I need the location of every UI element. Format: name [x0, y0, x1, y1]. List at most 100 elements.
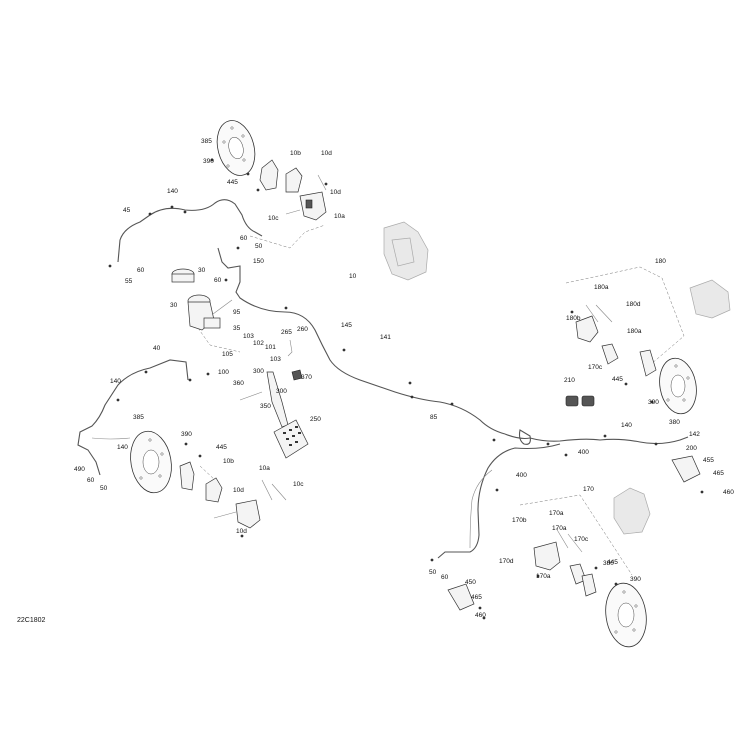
callout-label: 445	[216, 444, 227, 451]
callout-label: 180b	[566, 315, 581, 322]
callout-label: 180a	[627, 328, 642, 335]
callout-label: 360	[233, 380, 244, 387]
callout-label: 101	[265, 344, 276, 351]
callout-label: 103	[243, 333, 254, 340]
callout-label: 385	[133, 414, 144, 421]
callout-label: 95	[233, 309, 241, 316]
callout-label: 400	[516, 472, 527, 479]
callout-label: 465	[713, 470, 724, 477]
callout-label: 10d	[321, 150, 332, 157]
callout-label: 50	[429, 569, 437, 576]
callout-label: 45	[123, 207, 131, 214]
callout-label: 85	[430, 414, 438, 421]
callout-label: 180	[655, 258, 666, 265]
callout-label: 140	[110, 378, 121, 385]
callout-label: 370	[301, 374, 312, 381]
callout-label: 380	[669, 419, 680, 426]
callout-label: 60	[240, 235, 248, 242]
callout-label: 100	[218, 369, 229, 376]
fasteners	[108, 158, 704, 620]
callout-label: 445	[227, 179, 238, 186]
callout-label: 150	[253, 258, 264, 265]
caliper-rear-upper	[565, 279, 731, 407]
callout-label: 390	[203, 158, 214, 165]
callout-label: 60	[87, 477, 95, 484]
callout-label: 10c	[268, 215, 279, 222]
callout-label: 10d	[236, 528, 247, 535]
callout-label: 55	[125, 278, 133, 285]
callout-label: 10b	[223, 458, 234, 465]
callout-label: 260	[297, 326, 308, 333]
caliper-front-top	[259, 159, 327, 221]
callout-label: 10a	[259, 465, 270, 472]
callout-label: 170	[583, 486, 594, 493]
callout-label: 50	[255, 243, 263, 250]
callout-label: 10	[349, 273, 357, 280]
brake-disc-front-top	[216, 120, 256, 176]
caliper-housing-reference	[383, 221, 429, 281]
callout-label: 170c	[588, 364, 603, 371]
callout-label: 400	[578, 449, 589, 456]
callout-label: 180d	[626, 301, 641, 308]
dashed-guides	[197, 224, 685, 576]
callout-label: 200	[686, 445, 697, 452]
callout-label: 140	[621, 422, 632, 429]
callout-label: 455	[703, 457, 714, 464]
master-cylinder	[171, 268, 233, 331]
callout-label: 170c	[574, 536, 589, 543]
brake-pedal	[239, 339, 309, 459]
callout-label: 10d	[233, 487, 244, 494]
callout-label: 180a	[594, 284, 609, 291]
callout-label: 30	[170, 302, 178, 309]
callout-label: 60	[214, 277, 222, 284]
callout-label: 385	[201, 138, 212, 145]
callout-label: 380	[603, 560, 614, 567]
callout-label: 60	[441, 574, 449, 581]
callout-label: 390	[181, 431, 192, 438]
callout-label: 300	[253, 368, 264, 375]
callout-label: 490	[74, 466, 85, 473]
callout-label: 300	[276, 388, 287, 395]
callout-label: 30	[198, 267, 206, 274]
callout-label: 145	[341, 322, 352, 329]
callout-label: 170a	[552, 525, 567, 532]
callout-label: 450	[465, 579, 476, 586]
callout-label: 390	[648, 399, 659, 406]
callout-label: 170b	[512, 517, 527, 524]
callout-label: 141	[380, 334, 391, 341]
figure-code: 22C1802	[17, 617, 46, 624]
callout-label: 10d	[330, 189, 341, 196]
brake-disc-front-lower	[130, 430, 172, 494]
callout-label: 250	[310, 416, 321, 423]
callout-label: 35	[233, 325, 241, 332]
callout-label: 105	[222, 351, 233, 358]
brake-disc-rear-upper	[659, 357, 697, 415]
callout-label: 265	[281, 329, 292, 336]
caliper-front-lower	[179, 461, 287, 529]
callout-label: 140	[167, 188, 178, 195]
callout-label: 103	[270, 356, 281, 363]
brake-disc-rear-lower	[605, 582, 647, 648]
callout-label: 50	[100, 485, 108, 492]
callout-label: 350	[260, 403, 271, 410]
caliper-rear-lower	[447, 455, 701, 611]
callout-label: 140	[117, 444, 128, 451]
callout-label: 170a	[536, 573, 551, 580]
callout-label: 210	[564, 377, 575, 384]
callout-label: 170a	[549, 510, 564, 517]
brake-lines	[77, 199, 689, 559]
callout-label: 40	[153, 345, 161, 352]
callout-label: 465	[471, 594, 482, 601]
callout-label: 460	[723, 489, 734, 496]
callout-label: 390	[630, 576, 641, 583]
callout-label: 10c	[293, 481, 304, 488]
callout-label: 10b	[290, 150, 301, 157]
callout-label: 170d	[499, 558, 514, 565]
callout-label: 102	[253, 340, 264, 347]
callout-label: 445	[612, 376, 623, 383]
callout-label: 10a	[334, 213, 345, 220]
callout-label: 460	[475, 612, 486, 619]
callout-label: 445	[607, 559, 618, 566]
